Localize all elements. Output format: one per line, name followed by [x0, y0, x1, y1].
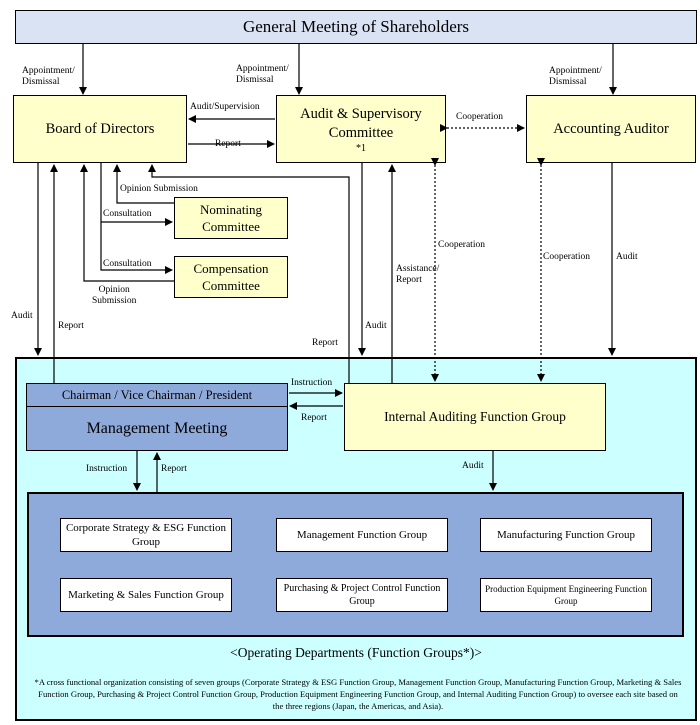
shareholders-label: General Meeting of Shareholders [242, 17, 470, 36]
nominating-label-2: Committee [202, 219, 260, 234]
group-manufacturing: Manufacturing Function Group [480, 518, 652, 552]
label-report-mgmt: Report [301, 413, 327, 423]
audit-committee-label-1: Audit & Supervisory [300, 105, 422, 122]
group-label: Management Function Group [296, 529, 428, 541]
label-cooperation-mid: Cooperation [438, 240, 485, 250]
label-audit-right: Audit [616, 252, 638, 262]
label-report-mid: Report [312, 338, 338, 348]
management-meeting-label: Management Meeting [86, 419, 228, 437]
label-instruction-down: Instruction [86, 464, 128, 474]
compensation-label-2: Committee [202, 278, 260, 293]
audit-committee-box: Audit & Supervisory Committee *1 [276, 95, 446, 163]
label-instruction-mgmt: Instruction [291, 378, 333, 388]
label-consultation-2: Consultation [103, 259, 152, 269]
chairman-label: Chairman / Vice Chairman / President [61, 387, 253, 402]
internal-auditing-box: Internal Auditing Function Group [344, 383, 606, 451]
label-appointment-3: Appointment/Dismissal [549, 66, 602, 87]
label-appointment-2: Appointment/Dismissal [236, 64, 289, 85]
group-management: Management Function Group [276, 518, 448, 552]
group-production-equipment: Production Equipment Engineering Functio… [480, 578, 652, 612]
label-audit-down: Audit [462, 461, 484, 471]
accounting-auditor-box: Accounting Auditor [526, 95, 696, 163]
group-label: Production Equipment Engineering Functio… [485, 584, 647, 606]
shareholders-box: General Meeting of Shareholders [15, 10, 697, 44]
nominating-label-1: Nominating [199, 202, 263, 217]
function-groups-container [27, 492, 684, 637]
group-label: Purchasing & Project Control Function Gr… [283, 583, 441, 607]
audit-committee-label-2: Committee [328, 124, 394, 141]
label-cooperation-top: Cooperation [456, 112, 503, 122]
group-label: Corporate Strategy & ESG Function Group [65, 522, 227, 548]
group-purchasing: Purchasing & Project Control Function Gr… [276, 578, 448, 612]
label-consultation-1: Consultation [103, 209, 152, 219]
board-label: Board of Directors [45, 120, 155, 137]
group-label: Marketing & Sales Function Group [68, 589, 224, 601]
label-assistance: Assistance/Report [396, 264, 440, 285]
label-report-up: Report [161, 464, 187, 474]
audit-committee-note: *1 [356, 142, 366, 154]
group-label: Manufacturing Function Group [496, 529, 636, 541]
label-audit-supervision: Audit/Supervision [190, 102, 260, 112]
operating-departments-title: <Operating Departments (Function Groups*… [230, 645, 482, 660]
label-report-left: Report [58, 321, 84, 331]
internal-auditing-label: Internal Auditing Function Group [384, 409, 566, 424]
nominating-committee-box: Nominating Committee [174, 197, 288, 239]
label-audit-left: Audit [11, 311, 33, 321]
compensation-label-1: Compensation [193, 261, 269, 276]
board-of-directors-box: Board of Directors [13, 95, 187, 163]
label-audit-mid: Audit [365, 321, 387, 331]
label-appointment-1: Appointment/Dismissal [22, 66, 75, 87]
footnote: *A cross functional organization consist… [34, 677, 682, 711]
management-meeting-box: Management Meeting [26, 406, 288, 451]
accounting-auditor-label: Accounting Auditor [553, 120, 669, 137]
group-marketing-sales: Marketing & Sales Function Group [60, 578, 232, 612]
label-opinion-submission-1: Opinion Submission [120, 184, 198, 194]
group-corporate-strategy: Corporate Strategy & ESG Function Group [60, 518, 232, 552]
label-report-board: Report [215, 139, 241, 149]
label-cooperation-right: Cooperation [543, 252, 590, 262]
compensation-committee-box: Compensation Committee [174, 256, 288, 298]
